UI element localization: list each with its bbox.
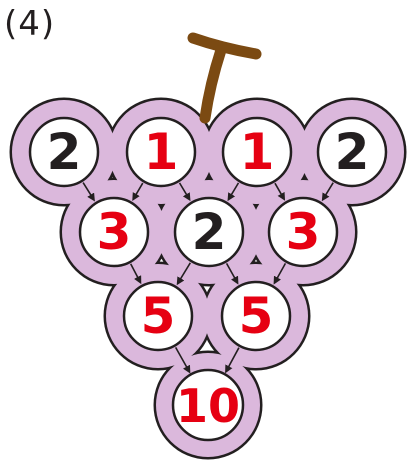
arrow-icon [227, 182, 240, 202]
arrow-icon [225, 347, 240, 374]
number-circle [78, 196, 150, 268]
number-cell: 2 [28, 116, 100, 188]
arrow-icon [321, 182, 334, 202]
number-circle [171, 368, 245, 442]
arrow-icon [225, 263, 239, 285]
number-value: 10 [176, 379, 240, 433]
arrows [82, 182, 334, 374]
number-value: 3 [286, 203, 321, 261]
stem-icon [187, 32, 262, 124]
number-cell: 2 [316, 116, 388, 188]
number-cell: 3 [267, 196, 339, 268]
number-circle [28, 116, 100, 188]
number-value: 2 [335, 123, 370, 181]
grape-bunch [9, 97, 407, 460]
number-cell: 3 [78, 196, 150, 268]
arrow-icon [129, 263, 142, 285]
number-cell: 1 [125, 116, 197, 188]
number-circle [122, 280, 194, 352]
number-value: 2 [47, 123, 82, 181]
arrow-icon [178, 182, 191, 202]
number-value: 2 [192, 203, 227, 261]
number-cell: 2 [173, 196, 245, 268]
problem-number: (4) [4, 4, 56, 44]
number-cell: 10 [171, 368, 245, 442]
number-cell: 5 [122, 280, 194, 352]
arrow-icon [132, 182, 144, 201]
number-value: 3 [97, 203, 132, 261]
number-circle [221, 116, 293, 188]
number-value: 1 [240, 123, 275, 181]
number-cell: 5 [220, 280, 292, 352]
number-circle [125, 116, 197, 188]
arrow-icon [174, 346, 191, 374]
arrow-icon [82, 182, 95, 202]
number-circle [267, 196, 339, 268]
number-cell: 1 [221, 116, 293, 188]
number-circle [220, 280, 292, 352]
arrow-icon [176, 262, 192, 286]
number-circle [173, 196, 245, 268]
arrow-icon [274, 182, 286, 201]
arrow-icon [273, 263, 287, 285]
number-value: 1 [144, 123, 179, 181]
number-value: 5 [239, 287, 274, 345]
number-circle [316, 116, 388, 188]
number-value: 5 [141, 287, 176, 345]
